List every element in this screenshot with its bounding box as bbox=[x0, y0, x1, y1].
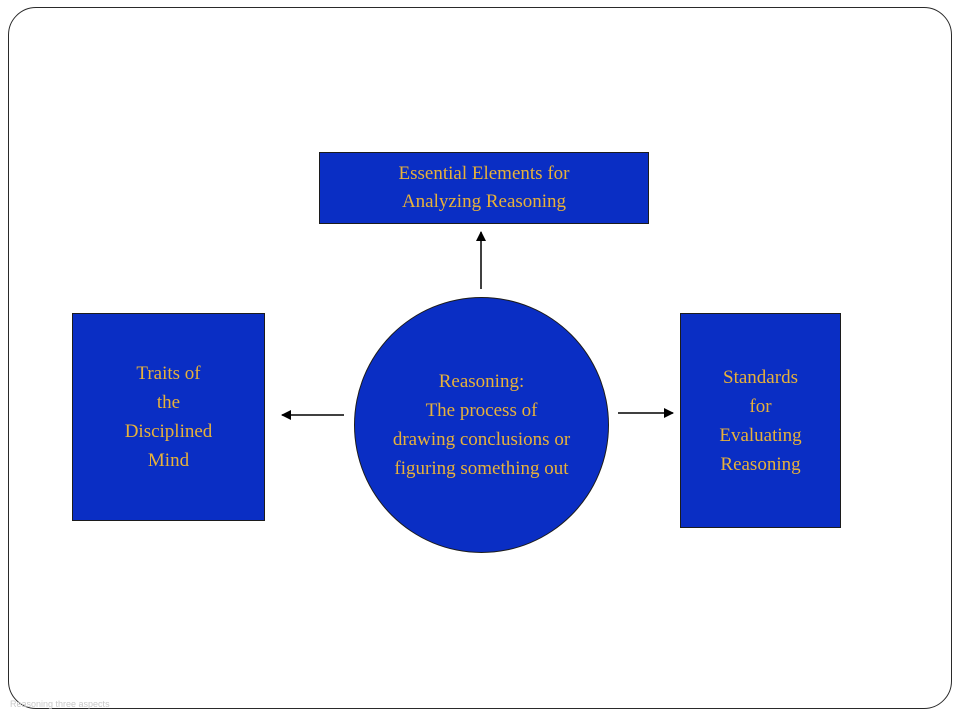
standards-box: Standards for Evaluating Reasoning bbox=[680, 313, 841, 528]
essential-elements-box: Essential Elements for Analyzing Reasoni… bbox=[319, 152, 649, 224]
standards-line-1: Standards bbox=[723, 366, 798, 388]
essential-elements-line-1: Essential Elements for bbox=[398, 163, 570, 184]
standards-line-2: for bbox=[749, 395, 772, 417]
reasoning-line-3: drawing conclusions or bbox=[392, 429, 571, 450]
standards-line-3: Evaluating bbox=[719, 424, 802, 446]
traits-line-4: Mind bbox=[147, 450, 190, 471]
traits-box: Traits of the Disciplined Mind bbox=[72, 313, 265, 521]
slide-footer: Reasoning three aspects bbox=[10, 699, 110, 709]
reasoning-circle: Reasoning: The process of drawing conclu… bbox=[354, 297, 609, 553]
reasoning-line-4: figuring something out bbox=[394, 458, 569, 479]
essential-elements-line-2: Analyzing Reasoning bbox=[401, 191, 567, 212]
reasoning-line-1: Reasoning: bbox=[438, 371, 525, 392]
reasoning-line-2: The process of bbox=[425, 400, 538, 421]
traits-line-3: Disciplined bbox=[124, 421, 213, 442]
traits-line-1: Traits of bbox=[136, 363, 201, 384]
traits-line-2: the bbox=[156, 392, 181, 413]
standards-line-4: Reasoning bbox=[720, 453, 801, 475]
